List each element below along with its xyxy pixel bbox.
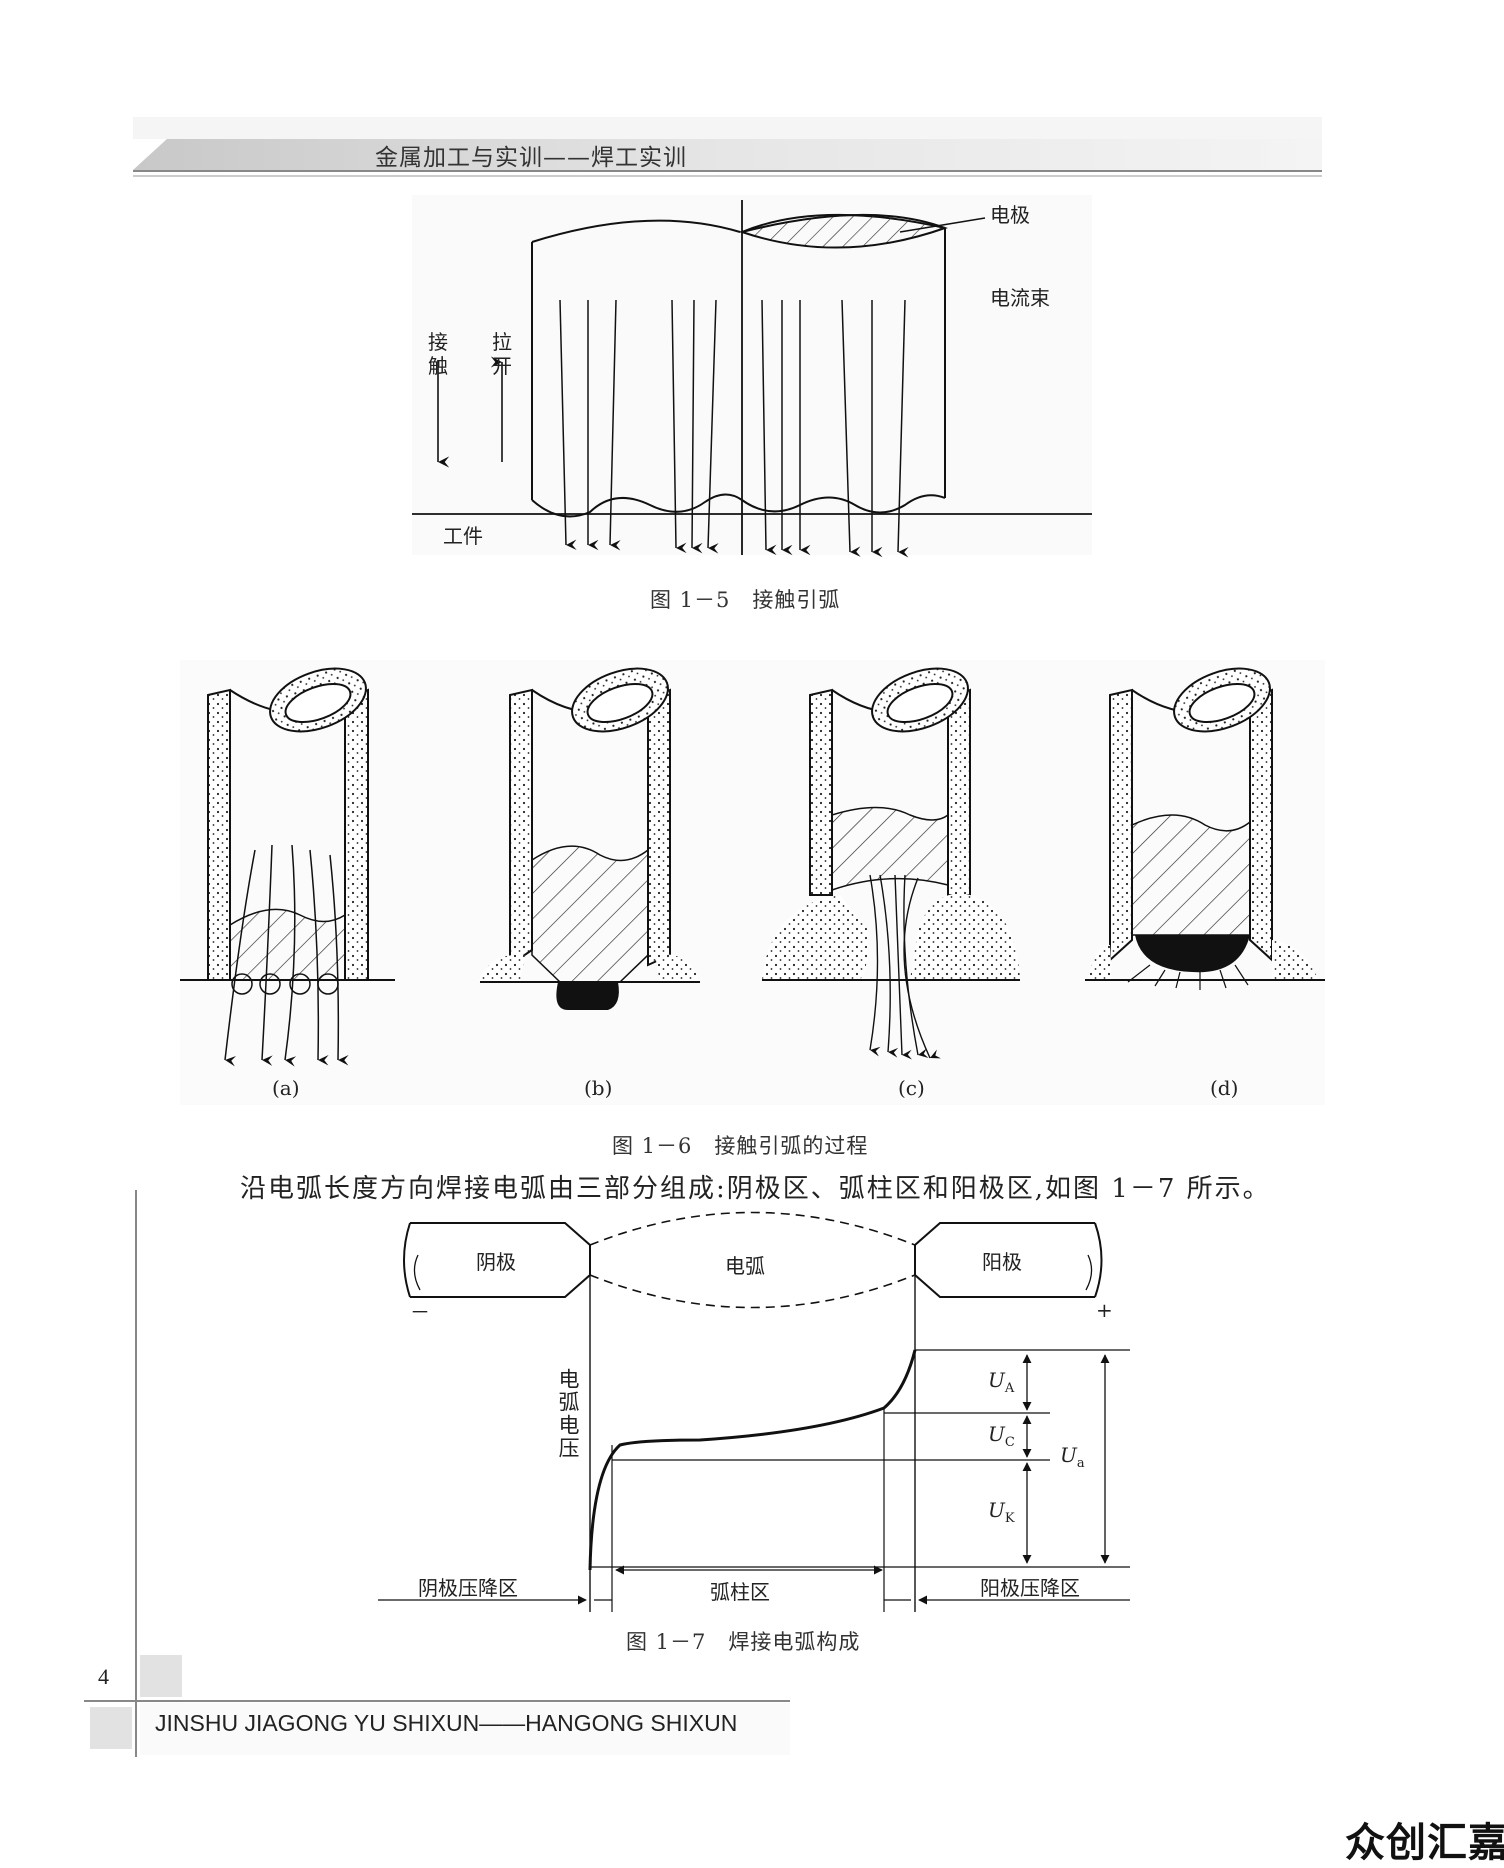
panel-c bbox=[762, 667, 1020, 1060]
footer-pinyin-title: JINSHU JIAGONG YU SHIXUN——HANGONG SHIXUN bbox=[155, 1710, 738, 1736]
figure-1-5-caption: 图 1－5 接触引弧 bbox=[650, 588, 841, 612]
figure-1-6-caption: 图 1－6 接触引弧的过程 bbox=[612, 1134, 869, 1158]
panel-c-label: (c) bbox=[898, 1076, 925, 1100]
label-cathode: 阴极 bbox=[476, 1250, 516, 1274]
label-Ua: Ua bbox=[1060, 1443, 1085, 1471]
y-axis-label: 电弧电压 bbox=[556, 1368, 580, 1460]
label-arc-column-zone: 弧柱区 bbox=[710, 1580, 770, 1604]
label-current-beam: 电流束 bbox=[990, 286, 1050, 310]
panel-b bbox=[478, 667, 700, 1010]
label-contact-char-2: 触 bbox=[428, 354, 448, 378]
label-pull-char-1: 拉 bbox=[492, 330, 512, 354]
label-electrode: 电极 bbox=[990, 203, 1030, 227]
page-header-graphic bbox=[133, 117, 1322, 177]
label-minus: － bbox=[410, 1300, 430, 1324]
label-cathode-drop-zone: 阴极压降区 bbox=[418, 1576, 518, 1600]
label-anode: 阳极 bbox=[982, 1250, 1022, 1274]
label-workpiece: 工件 bbox=[443, 524, 483, 548]
header-title: 金属加工与实训——焊工实训 bbox=[375, 145, 687, 171]
figure-1-7-diagram bbox=[378, 1211, 1130, 1612]
label-UC: UC bbox=[988, 1422, 1015, 1450]
body-paragraph: 沿电弧长度方向焊接电弧由三部分组成:阴极区、弧柱区和阳极区,如图 1－7 所示。 bbox=[240, 1174, 1271, 1204]
label-plus: + bbox=[1096, 1298, 1113, 1322]
panel-d bbox=[1085, 667, 1325, 990]
figure-1-6-diagram bbox=[180, 667, 1325, 1067]
panel-a-label: (a) bbox=[272, 1076, 300, 1100]
panel-d-label: (d) bbox=[1210, 1076, 1239, 1100]
panel-b-label: (b) bbox=[584, 1076, 613, 1100]
panel-a bbox=[180, 667, 395, 1067]
label-UK: UK bbox=[988, 1498, 1015, 1526]
watermark-text: 众创汇嘉 bbox=[1345, 1820, 1504, 1866]
label-arc: 电弧 bbox=[725, 1254, 765, 1278]
label-UA: UA bbox=[988, 1368, 1015, 1396]
label-anode-drop-zone: 阳极压降区 bbox=[980, 1576, 1080, 1600]
figure-1-5-diagram bbox=[412, 195, 1092, 558]
label-contact-char-1: 接 bbox=[428, 330, 448, 354]
label-pull-char-2: 开 bbox=[492, 354, 512, 378]
figure-1-7-caption: 图 1－7 焊接电弧构成 bbox=[626, 1630, 861, 1654]
page-number: 4 bbox=[98, 1664, 109, 1689]
